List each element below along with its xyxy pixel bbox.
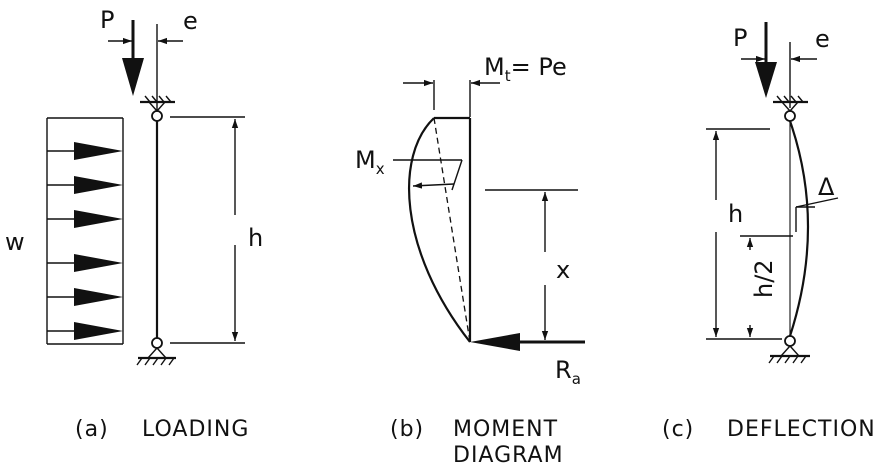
eccentricity-label-e: e (183, 7, 198, 35)
bottom-pin-support-deflection (768, 335, 810, 364)
eccentricity-dimension-deflection (741, 42, 817, 108)
distributed-load-label-w: w (5, 228, 25, 256)
half-height-label: h/2 (750, 259, 778, 298)
x-dimension (485, 189, 578, 340)
delta-label: Δ (818, 173, 835, 201)
top-moment-dimension (403, 79, 500, 117)
panel-moment-diagram: Mt= Pe Mx x Ra (b) MOMENT D (355, 53, 585, 466)
top-moment-label: Mt= Pe (484, 53, 567, 85)
caption-deflection: DEFLECTION (727, 417, 875, 442)
moment-diagram-shape (407, 116, 472, 343)
panel-deflection: P e Δ (662, 22, 875, 442)
load-arrow-p (122, 20, 144, 96)
deflected-column (788, 120, 810, 337)
reaction-label: Ra (555, 356, 581, 388)
caption-letter-c: (c) (662, 417, 694, 442)
panel-loading: P e (5, 6, 263, 442)
distributed-load (46, 117, 124, 345)
height-label-h-deflection: h (728, 200, 743, 228)
x-label: x (556, 256, 570, 284)
mx-label: Mx (355, 146, 385, 178)
eccentricity-dimension (108, 24, 183, 112)
load-label-p: P (100, 6, 114, 34)
caption-letter-b: (b) (390, 417, 424, 442)
load-label-p-deflection: P (733, 24, 747, 52)
bottom-pin-support (136, 337, 176, 366)
eccentricity-label-e-deflection: e (815, 25, 830, 53)
height-dimension-deflection (706, 128, 782, 340)
top-pin-support (140, 95, 175, 122)
top-pin-support-deflection (773, 95, 808, 122)
mx-indicator (393, 159, 463, 191)
height-label-h: h (248, 224, 263, 252)
caption-loading: LOADING (142, 417, 249, 442)
height-dimension (170, 116, 245, 344)
reaction-arrow (470, 333, 585, 351)
caption-moment: MOMENT (453, 417, 558, 442)
delta-indicator (795, 197, 839, 232)
caption-letter-a: (a) (75, 417, 109, 442)
half-height-dimension (740, 235, 793, 337)
caption-diagram: DIAGRAM (453, 443, 564, 466)
